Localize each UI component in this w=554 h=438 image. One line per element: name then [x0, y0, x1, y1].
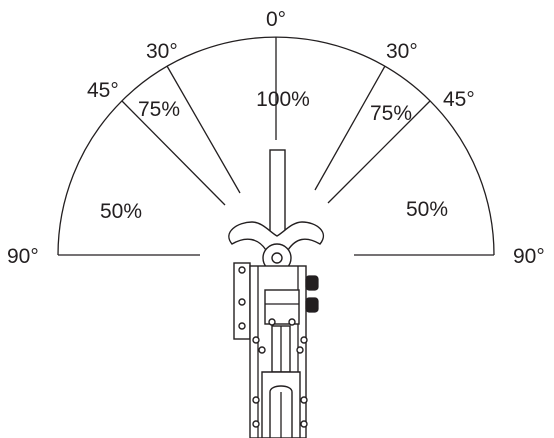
zone-label-left-50: 50%	[100, 200, 142, 223]
angle-label-0: 0°	[266, 8, 286, 31]
adjustable-joint-icon	[228, 149, 325, 438]
angle-label-left-30: 30°	[146, 40, 178, 63]
zone-label-right-75: 75%	[370, 102, 412, 125]
angle-label-right-45: 45°	[443, 88, 475, 111]
zone-label-center: 100%	[256, 88, 310, 111]
angle-label-left-45: 45°	[87, 79, 119, 102]
angle-label-right-90: 90°	[513, 245, 545, 268]
radial-line-right-30	[314, 65, 386, 191]
zone-label-left-75: 75%	[138, 98, 180, 121]
angle-label-right-30: 30°	[386, 40, 418, 63]
radial-line-left-30	[166, 65, 241, 194]
radial-line-left-45	[121, 100, 226, 206]
radial-line-right-45	[327, 100, 431, 204]
angle-label-left-90: 90°	[7, 245, 39, 268]
zone-label-right-50: 50%	[406, 198, 448, 221]
